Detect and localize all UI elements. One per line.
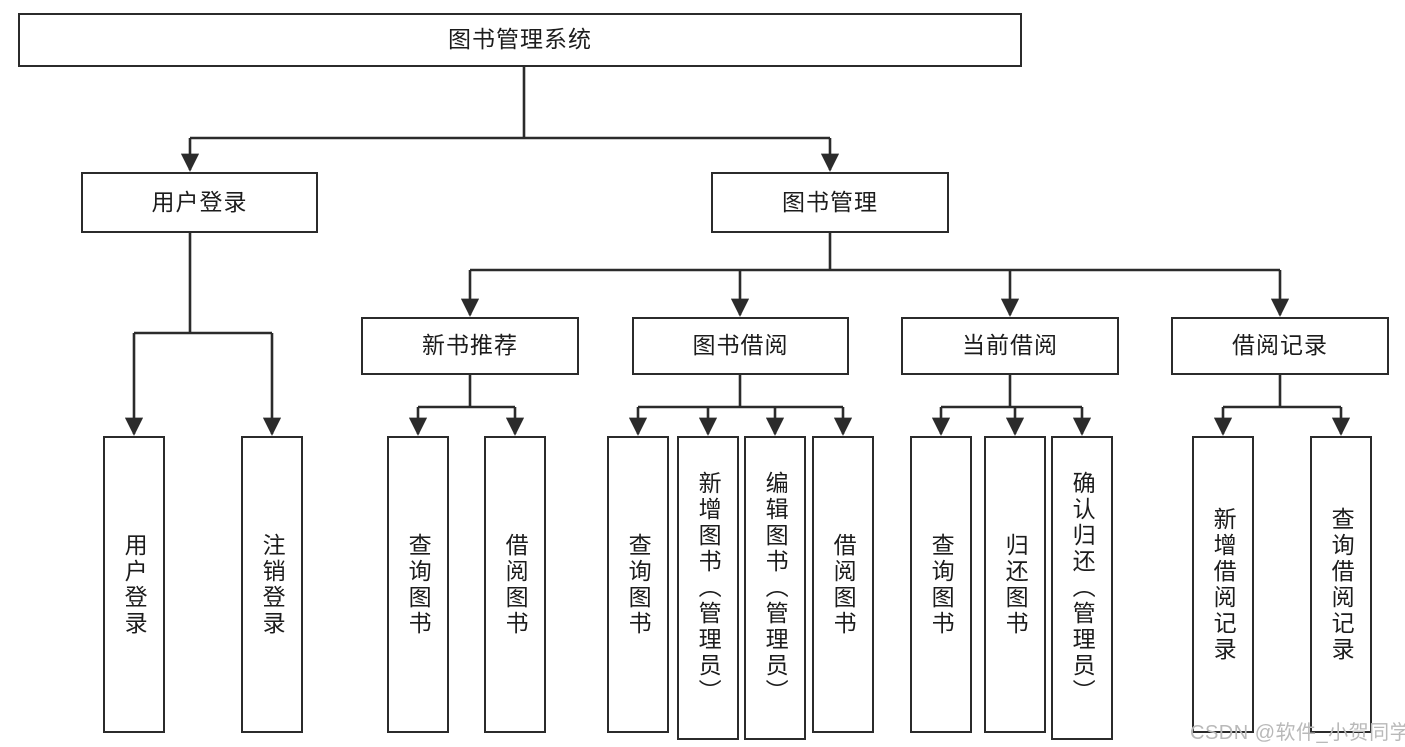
node-leaf-confirm-return-label: 确认归还（管理员） <box>1069 471 1096 705</box>
node-leaf-query-book-current-label: 查询图书 <box>928 532 955 637</box>
node-borrow-record[interactable]: 借阅记录 <box>1171 317 1389 375</box>
node-leaf-borrow-book-recommend-label: 借阅图书 <box>502 532 529 637</box>
node-current-borrow[interactable]: 当前借阅 <box>901 317 1119 375</box>
node-new-book-recommend-label: 新书推荐 <box>422 332 518 359</box>
node-leaf-borrow-book-label: 借阅图书 <box>830 532 857 637</box>
node-leaf-query-borrow-record-label: 查询借阅记录 <box>1328 506 1355 663</box>
node-user-login-label: 用户登录 <box>151 188 248 215</box>
node-book-manage[interactable]: 图书管理 <box>711 172 949 233</box>
node-leaf-add-book[interactable]: 新增图书（管理员） <box>677 436 739 740</box>
node-leaf-user-login-label: 用户登录 <box>121 532 148 637</box>
node-leaf-add-book-label: 新增图书（管理员） <box>695 471 722 705</box>
node-new-book-recommend[interactable]: 新书推荐 <box>361 317 579 375</box>
node-book-borrow-label: 图书借阅 <box>692 332 789 359</box>
node-leaf-user-login[interactable]: 用户登录 <box>103 436 165 733</box>
node-root[interactable]: 图书管理系统 <box>18 13 1022 67</box>
node-leaf-query-borrow-record[interactable]: 查询借阅记录 <box>1310 436 1372 733</box>
node-leaf-query-book-recommend[interactable]: 查询图书 <box>387 436 449 733</box>
node-leaf-query-book-borrow-label: 查询图书 <box>625 532 652 637</box>
node-leaf-query-book-current[interactable]: 查询图书 <box>910 436 972 733</box>
node-root-label: 图书管理系统 <box>448 26 592 53</box>
node-leaf-borrow-book[interactable]: 借阅图书 <box>812 436 874 733</box>
node-borrow-record-label: 借阅记录 <box>1232 332 1328 359</box>
node-leaf-return-book-label: 归还图书 <box>1002 532 1029 637</box>
node-leaf-logout-label: 注销登录 <box>259 532 286 637</box>
node-leaf-logout[interactable]: 注销登录 <box>241 436 303 733</box>
node-leaf-query-book-borrow[interactable]: 查询图书 <box>607 436 669 733</box>
node-book-manage-label: 图书管理 <box>782 188 878 215</box>
node-current-borrow-label: 当前借阅 <box>962 332 1058 359</box>
watermark: CSDN @软件_小贺同学 <box>1190 722 1405 744</box>
node-leaf-confirm-return[interactable]: 确认归还（管理员） <box>1051 436 1113 740</box>
node-user-login[interactable]: 用户登录 <box>81 172 318 233</box>
node-leaf-add-borrow-record-label: 新增借阅记录 <box>1210 506 1237 663</box>
node-leaf-borrow-book-recommend[interactable]: 借阅图书 <box>484 436 546 733</box>
node-leaf-return-book[interactable]: 归还图书 <box>984 436 1046 733</box>
node-leaf-query-book-recommend-label: 查询图书 <box>405 532 432 637</box>
node-book-borrow[interactable]: 图书借阅 <box>632 317 849 375</box>
node-leaf-edit-book-label: 编辑图书（管理员） <box>762 471 789 705</box>
node-leaf-add-borrow-record[interactable]: 新增借阅记录 <box>1192 436 1254 733</box>
node-leaf-edit-book[interactable]: 编辑图书（管理员） <box>744 436 806 740</box>
